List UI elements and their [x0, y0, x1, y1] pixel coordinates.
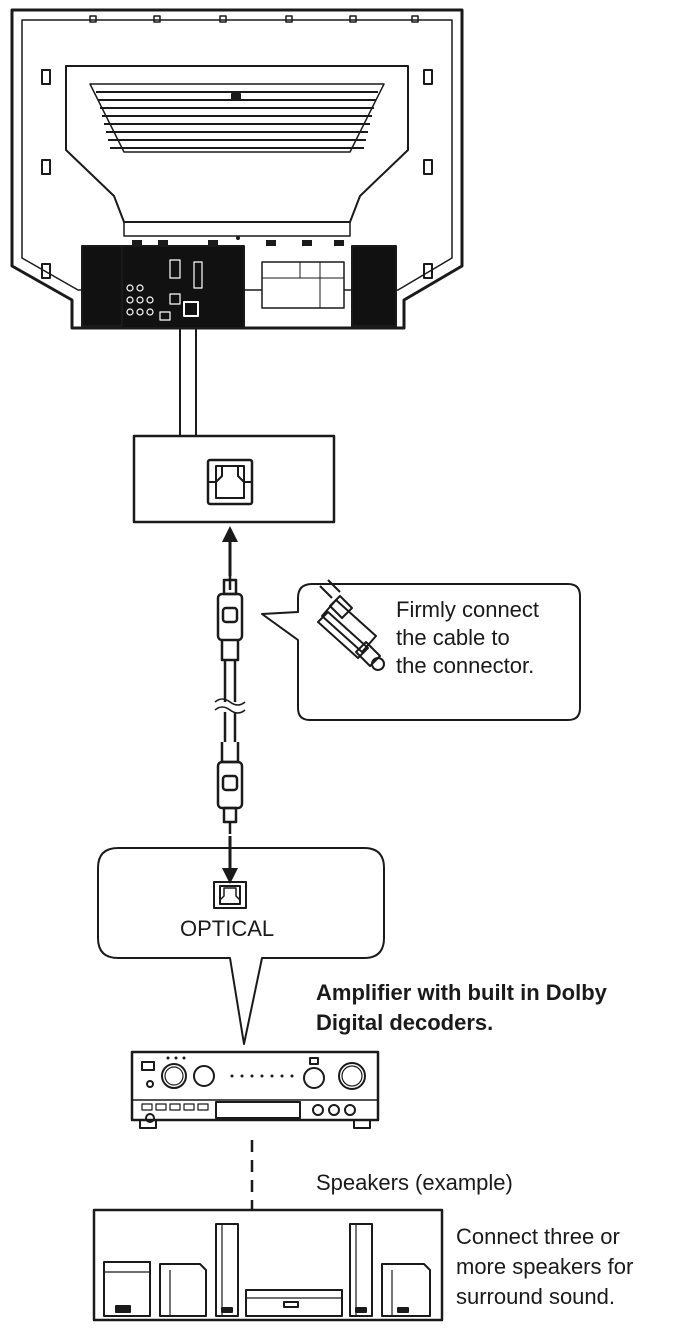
- optical-port-label: OPTICAL: [180, 916, 275, 941]
- amplifier-title-line2: Digital decoders.: [316, 1010, 494, 1035]
- callout-text-line1: Firmly connect: [396, 597, 540, 622]
- callout-text-line3: the connector.: [396, 653, 535, 678]
- speakers-label: Speakers (example): [316, 1170, 513, 1195]
- callout-text-line2: the cable to: [396, 625, 510, 650]
- optical-cable: [214, 576, 246, 834]
- tv-rear-icon: [10, 8, 464, 330]
- optical-port-icon: [206, 458, 254, 506]
- optical-port-icon: [213, 881, 247, 909]
- amplifier-icon: [130, 1050, 380, 1129]
- speakers-note-line3: surround sound.: [456, 1284, 615, 1309]
- receiver-bubble: [97, 847, 385, 1045]
- speakers-note-line2: more speakers for: [456, 1254, 634, 1279]
- optical-plug-icon: [317, 579, 385, 671]
- speakers-box: [92, 1208, 444, 1322]
- speaker-icon: [103, 1223, 431, 1317]
- callout-bubble: [261, 583, 581, 721]
- amplifier-title-line1: Amplifier with built in Dolby: [316, 980, 607, 1005]
- port-zoom-box: [132, 434, 336, 524]
- speakers-note-line1: Connect three or: [456, 1224, 620, 1249]
